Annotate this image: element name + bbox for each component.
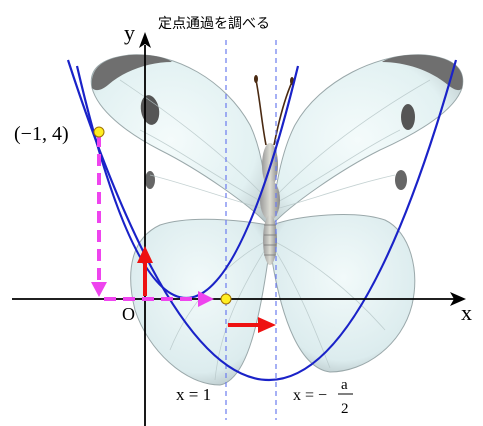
y-axis-label: y bbox=[124, 20, 135, 45]
x-axis-arrowhead bbox=[450, 292, 466, 306]
magenta-arrowhead-down bbox=[91, 282, 107, 297]
magenta-arrowhead-right bbox=[198, 291, 214, 307]
origin-label: O bbox=[122, 304, 135, 324]
red-arrowhead-right bbox=[258, 317, 276, 333]
y-axis-arrowhead bbox=[139, 32, 151, 48]
line2-label-numerator: a bbox=[341, 377, 348, 393]
diagram-title: 定点通過を調べる bbox=[158, 16, 270, 32]
x-axis-label: x bbox=[461, 300, 472, 325]
parabola-wide bbox=[66, 59, 458, 382]
red-arrowhead-up bbox=[137, 246, 153, 263]
line2-label-denominator: 2 bbox=[341, 401, 349, 417]
point-label: (−1, 4) bbox=[14, 123, 69, 145]
line1-label: x = 1 bbox=[176, 385, 211, 404]
point-1-0 bbox=[220, 293, 232, 305]
line2-label-lhs: x = − bbox=[293, 387, 327, 404]
point-minus1-4 bbox=[93, 126, 105, 138]
butterfly-image bbox=[90, 54, 464, 386]
